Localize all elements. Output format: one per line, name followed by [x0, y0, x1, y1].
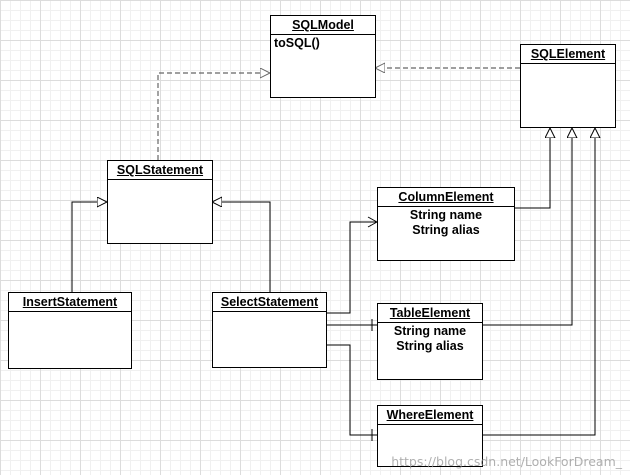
class-selectstatement[interactable]: SelectStatement — [212, 292, 327, 368]
class-tableelement-attr-name: String name — [393, 324, 467, 338]
class-columnelement-attr-alias: String alias — [412, 223, 480, 237]
class-columnelement-name: ColumnElement — [378, 188, 514, 207]
class-sqlmodel-name: SQLModel — [271, 16, 375, 35]
class-sqlelement-name: SQLElement — [521, 45, 615, 64]
class-whereelement-name: WhereElement — [378, 406, 482, 425]
class-insertstatement[interactable]: InsertStatement — [8, 292, 132, 369]
inheritance-column-to-sqlelement — [515, 128, 550, 209]
class-selectstatement-name: SelectStatement — [213, 293, 326, 312]
association-select-to-where — [326, 344, 377, 436]
class-sqlstatement[interactable]: SQLStatement — [107, 160, 213, 244]
class-columnelement[interactable]: ColumnElement String name String alias — [377, 187, 515, 261]
class-sqlmodel-method: toSQL() — [274, 36, 320, 50]
class-sqlelement[interactable]: SQLElement — [520, 44, 616, 128]
class-columnelement-members: String name String alias — [378, 207, 514, 239]
inheritance-insert-to-sqlstatement — [71, 202, 107, 292]
realization-sqlstatement-to-sqlmodel — [157, 73, 270, 160]
watermark-text: https://blog.csdn.net/LookForDream_ — [391, 454, 622, 469]
class-columnelement-attr-name: String name — [409, 208, 483, 222]
inheritance-where-to-sqlelement — [482, 128, 595, 436]
association-select-to-column — [326, 221, 377, 314]
class-sqlstatement-name: SQLStatement — [108, 161, 212, 180]
class-whereelement[interactable]: WhereElement — [377, 405, 483, 467]
class-insertstatement-members — [9, 312, 131, 314]
class-whereelement-members — [378, 425, 482, 427]
association-column-end-marker — [367, 216, 378, 228]
class-selectstatement-members — [213, 312, 326, 314]
class-sqlmodel-members: toSQL() — [271, 35, 375, 52]
class-tableelement-name: TableElement — [378, 304, 482, 323]
class-sqlstatement-members — [108, 180, 212, 182]
inheritance-table-to-sqlelement — [482, 128, 572, 326]
class-sqlmodel[interactable]: SQLModel toSQL() — [270, 15, 376, 98]
class-tableelement-attr-alias: String alias — [396, 339, 464, 353]
inheritance-select-to-sqlstatement — [212, 202, 271, 292]
class-insertstatement-name: InsertStatement — [9, 293, 131, 312]
class-sqlelement-members — [521, 64, 615, 66]
class-tableelement[interactable]: TableElement String name String alias — [377, 303, 483, 380]
class-tableelement-members: String name String alias — [378, 323, 482, 355]
